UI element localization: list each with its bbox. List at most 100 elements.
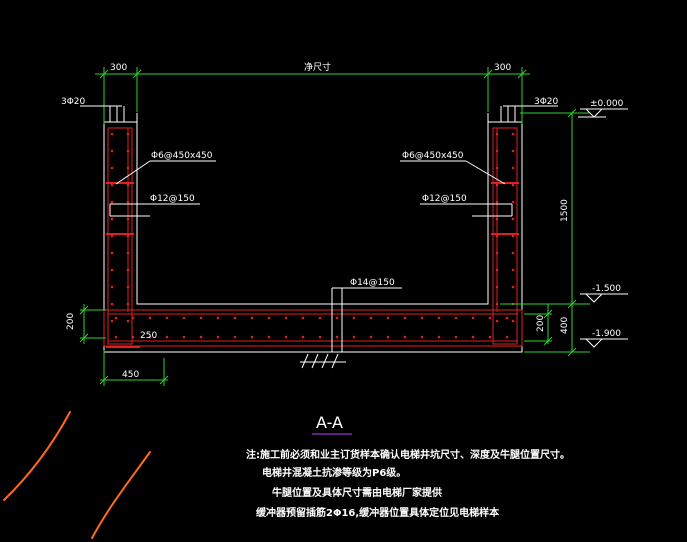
rebar-left-wall: Φ12@150 <box>150 194 195 204</box>
rebar-dot-right-inner <box>495 319 499 323</box>
rebar-dot-right-outer <box>511 200 515 204</box>
rebar-dot-base-bottom <box>420 335 424 339</box>
rebar-dot-base-top <box>131 316 135 320</box>
rebar-dot-left-inner <box>126 285 130 289</box>
rebar-dot-base-bottom <box>318 335 322 339</box>
rebar-dot-left-outer <box>110 132 114 136</box>
level-top: ±0.000 <box>590 99 624 109</box>
rebar-dot-base-top <box>454 316 458 320</box>
rebar-dot-left-inner <box>126 234 130 238</box>
rebar-dot-base-bottom <box>114 335 118 339</box>
rebar-dot-base-top <box>233 316 237 320</box>
rebar-dot-left-outer <box>110 268 114 272</box>
rebar-dot-base-bottom <box>250 335 254 339</box>
rebar-dot-right-outer <box>511 183 515 187</box>
level-bottom: -1.900 <box>592 329 621 339</box>
section-title: A-A <box>316 413 343 432</box>
note-line-4: 缓冲器预留插筋2Φ16,缓冲器位置具体定位见电梯样本 <box>255 506 500 519</box>
rebar-dot-right-inner <box>495 132 499 136</box>
rebar-dot-right-inner <box>495 149 499 153</box>
dim-top-left: 300 <box>110 63 127 73</box>
rebar-dot-left-outer <box>110 251 114 255</box>
level-marker-bottom <box>580 338 628 348</box>
rebar-dot-left-outer <box>110 217 114 221</box>
rebar-dot-right-outer <box>511 166 515 170</box>
rebar-top-left: 3Φ20 <box>61 97 86 107</box>
rebar-dot-base-bottom <box>165 335 169 339</box>
level-mid: -1.500 <box>592 284 621 294</box>
rebar-dot-left-outer <box>110 200 114 204</box>
rebar-dot-base-bottom <box>335 335 339 339</box>
rebar-dot-base-top <box>199 316 203 320</box>
rebar-dot-right-outer <box>511 234 515 238</box>
rebar-dot-right-inner <box>495 268 499 272</box>
rebar-dot-right-outer <box>511 268 515 272</box>
rebar-dot-left-inner <box>126 132 130 136</box>
rebar-dot-left-outer <box>110 166 114 170</box>
note-line-1: 注:施工前必须和业主订货样本确认电梯井坑尺寸、深度及牛腿位置尺寸。 <box>246 448 570 461</box>
rebar-dots <box>110 132 515 339</box>
rebar-dot-base-top <box>471 316 475 320</box>
rebar-dot-base-top <box>352 316 356 320</box>
rebar-dot-left-inner <box>126 302 130 306</box>
rebar-dot-right-inner <box>495 200 499 204</box>
leader-lines <box>80 105 558 369</box>
rebar-dot-right-inner <box>495 234 499 238</box>
rebar-dot-base-top <box>437 316 441 320</box>
rebar-dot-base-top <box>420 316 424 320</box>
rebar-dot-left-inner <box>126 251 130 255</box>
rebar-dot-base-bottom <box>386 335 390 339</box>
rebar-dot-right-inner <box>495 251 499 255</box>
dimension-lines <box>79 67 590 386</box>
rebar-dot-base-bottom <box>233 335 237 339</box>
rebar-dot-base-bottom <box>284 335 288 339</box>
rebar-dot-left-outer <box>110 183 114 187</box>
rebar-dot-base-top <box>505 316 509 320</box>
rebar-dot-left-outer <box>110 234 114 238</box>
rebar-dot-base-bottom <box>505 335 509 339</box>
rebar-group <box>103 127 523 348</box>
rebar-dot-right-inner <box>495 285 499 289</box>
rebar-right-wall: Φ12@150 <box>422 194 467 204</box>
rebar-dot-left-inner <box>126 149 130 153</box>
rebar-dot-base-bottom <box>403 335 407 339</box>
rebar-dot-base-bottom <box>182 335 186 339</box>
rebar-right-stirrup: Φ6@450x450 <box>402 151 464 161</box>
rebar-dot-base-top <box>148 316 152 320</box>
dim-right-pit-depth: 1500 <box>560 199 570 222</box>
rebar-dot-base-top <box>301 316 305 320</box>
rebar-dot-right-inner <box>495 166 499 170</box>
rebar-dot-base-bottom <box>488 335 492 339</box>
rebar-dot-left-inner <box>126 166 130 170</box>
rebar-dot-base-bottom <box>267 335 271 339</box>
left-wall-rebar <box>107 127 133 345</box>
dim-inner-base-offset: 250 <box>140 331 157 341</box>
level-marker-top <box>578 108 628 118</box>
note-line-2: 电梯井混凝土抗渗等级为P6级。 <box>262 466 406 479</box>
rebar-dot-left-inner <box>126 268 130 272</box>
rebar-dot-left-inner <box>126 183 130 187</box>
rebar-dot-right-inner <box>495 183 499 187</box>
rebar-dot-base-bottom <box>352 335 356 339</box>
rebar-dot-base-top <box>267 316 271 320</box>
rebar-dot-left-outer <box>110 302 114 306</box>
rebar-dot-base-bottom <box>471 335 475 339</box>
rebar-dot-left-inner <box>126 217 130 221</box>
right-wall-rebar <box>492 127 518 345</box>
note-line-3: 牛腿位置及具体尺寸需由电梯厂家提供 <box>272 486 442 499</box>
rebar-dot-base-top <box>335 316 339 320</box>
rebar-dot-base-bottom <box>301 335 305 339</box>
rebar-dot-base-top <box>165 316 169 320</box>
rebar-dot-right-outer <box>511 251 515 255</box>
rebar-dot-base-bottom <box>454 335 458 339</box>
rebar-dot-right-outer <box>511 149 515 153</box>
rebar-dot-base-bottom <box>216 335 220 339</box>
dim-top-center: 净尺寸 <box>304 61 331 73</box>
pit-outline <box>103 113 523 353</box>
rebar-dot-base-top <box>216 316 220 320</box>
rebar-dot-base-top <box>403 316 407 320</box>
rebar-base: Φ14@150 <box>350 278 395 288</box>
rebar-dot-base-bottom <box>199 335 203 339</box>
dim-left-base: 200 <box>66 313 76 330</box>
rebar-dot-left-inner <box>126 319 130 323</box>
